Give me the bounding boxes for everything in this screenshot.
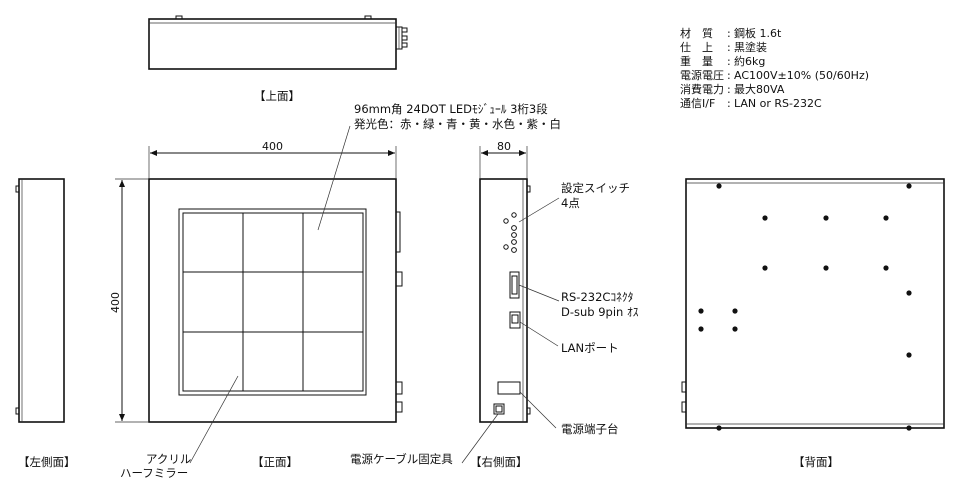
right-side-body bbox=[479, 178, 528, 423]
spec-value: AC100V±10% (50/60Hz) bbox=[734, 69, 869, 82]
svg-text::: : bbox=[727, 27, 731, 40]
svg-text::: : bbox=[727, 69, 731, 82]
switch-label-line2: 4点 bbox=[561, 196, 580, 210]
svg-text::: : bbox=[727, 83, 731, 96]
spec-key: 消費電力 bbox=[680, 82, 724, 96]
left-side-body bbox=[18, 178, 65, 423]
width-dimension: 400 bbox=[262, 140, 283, 153]
mounting-holes bbox=[698, 183, 912, 431]
lan-port bbox=[509, 311, 521, 329]
spec-value: 黒塗装 bbox=[734, 40, 767, 54]
svg-text::: : bbox=[727, 55, 731, 68]
front-panel bbox=[148, 178, 397, 423]
spec-value: 最大80VA bbox=[734, 82, 785, 96]
lan-label: LANポート bbox=[561, 341, 619, 355]
terminal-label: 電源端子台 bbox=[561, 422, 619, 436]
front-view: 400 400 96mm角 24DOT LEDﾓｼﾞｭｰﾙ 3桁3段 発光色：赤… bbox=[109, 102, 561, 480]
mirror-label-line2: ハーフミラー bbox=[120, 466, 188, 480]
led-module-grid bbox=[182, 212, 364, 392]
spec-key: 電源電圧 bbox=[680, 68, 724, 82]
svg-text::: : bbox=[727, 97, 731, 110]
rs232c-label-line1: RS-232Cｺﾈｸﾀ bbox=[561, 290, 634, 304]
power-terminal-block bbox=[497, 381, 521, 395]
back-view: 【背面】 bbox=[681, 178, 945, 469]
depth-dimension: 80 bbox=[497, 140, 511, 153]
top-view-label: 【上面】 bbox=[254, 89, 300, 103]
rs232c-label-line2: D-sub 9pin ｵｽ bbox=[561, 305, 639, 319]
spec-key: 仕 上 bbox=[680, 41, 713, 54]
svg-text::: : bbox=[727, 41, 731, 54]
cable-fixture bbox=[493, 403, 505, 415]
spec-value: 鋼板 1.6t bbox=[734, 26, 782, 40]
right-side-label: 【右側面】 bbox=[470, 455, 528, 469]
spec-value: LAN or RS-232C bbox=[734, 97, 822, 110]
left-side-view: 【左側面】 bbox=[15, 178, 76, 469]
mirror-label-line1: アクリル bbox=[146, 452, 191, 466]
spec-table: 材 質 鋼板 1.6t 仕 上 黒塗装 重 量 約6kg 電源電圧 AC100V… bbox=[680, 26, 869, 110]
top-view-body bbox=[148, 18, 397, 70]
led-module-spec: 96mm角 24DOT LEDﾓｼﾞｭｰﾙ 3桁3段 bbox=[354, 102, 548, 116]
spec-value: 約6kg bbox=[734, 54, 765, 68]
fixture-label: 電源ケーブル固定具 bbox=[350, 452, 453, 466]
setting-switches bbox=[503, 212, 517, 253]
back-panel bbox=[685, 178, 945, 429]
led-color-spec: 発光色：赤・緑・青・黄・水色・紫・白 bbox=[354, 117, 561, 131]
spec-key: 重 量 bbox=[680, 54, 713, 68]
right-side-view: 80 設定スイッチ 4点 RS-232Cｺﾈｸﾀ D-sub 9pin ｵｽ L… bbox=[350, 140, 639, 469]
spec-key: 材 質 bbox=[680, 26, 713, 40]
height-dimension: 400 bbox=[109, 292, 122, 313]
spec-key: 通信I/F bbox=[680, 97, 715, 110]
left-side-label: 【左側面】 bbox=[18, 455, 76, 469]
front-view-label: 【正面】 bbox=[252, 455, 298, 469]
display-window bbox=[178, 208, 367, 396]
back-view-label: 【背面】 bbox=[793, 455, 839, 469]
top-view: 【上面】 bbox=[148, 15, 408, 103]
switch-label-line1: 設定スイッチ bbox=[561, 181, 630, 195]
